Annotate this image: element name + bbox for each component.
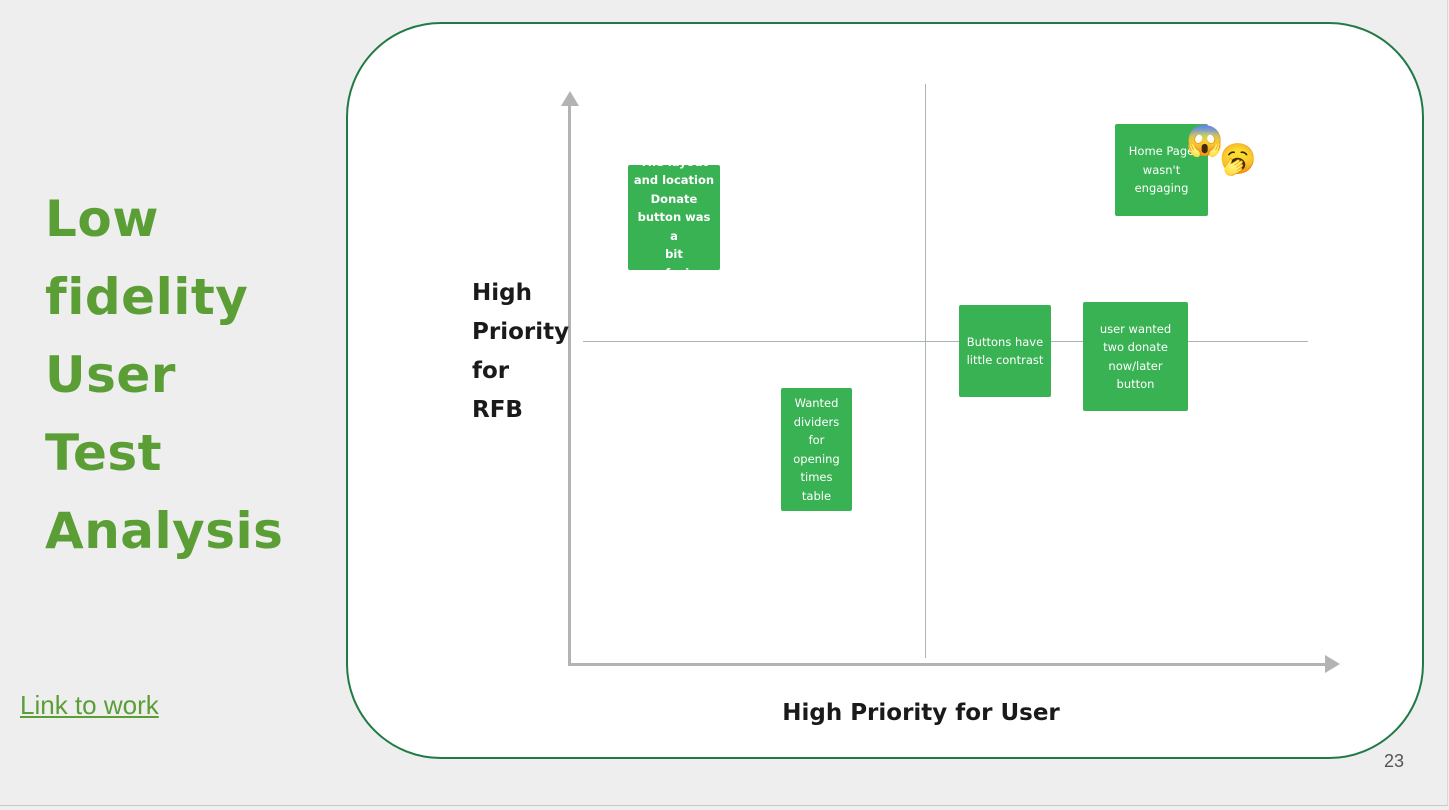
- quadrant-horizontal-line: [583, 341, 1308, 342]
- x-axis-arrow-icon: [1325, 655, 1340, 673]
- x-axis-label: High Priority for User: [782, 700, 1060, 726]
- y-axis-label: High Priority for RFB: [472, 280, 570, 423]
- x-axis: [568, 663, 1328, 666]
- y-axis: [568, 104, 571, 666]
- link-to-work[interactable]: Link to work: [20, 690, 159, 720]
- y-axis-arrow-icon: [561, 91, 579, 106]
- page-number: 23: [1384, 751, 1405, 771]
- sticky-note: Home Page wasn't engaging: [1115, 124, 1208, 216]
- yawning-face-emoji-icon: 🥱: [1219, 143, 1257, 176]
- sticky-note: user wanted two donate now/later button: [1083, 302, 1188, 411]
- quadrant-vertical-line: [925, 84, 926, 658]
- sticky-note: The layout and location Donate button wa…: [628, 165, 720, 270]
- sticky-note: Wanted dividers for opening times table: [781, 388, 852, 511]
- priority-matrix-panel: [346, 22, 1424, 759]
- sticky-note: Buttons have little contrast: [959, 305, 1051, 397]
- screaming-face-emoji-icon: 😱: [1186, 125, 1224, 158]
- slide-title: Low fidelity User Test Analysis: [45, 190, 284, 560]
